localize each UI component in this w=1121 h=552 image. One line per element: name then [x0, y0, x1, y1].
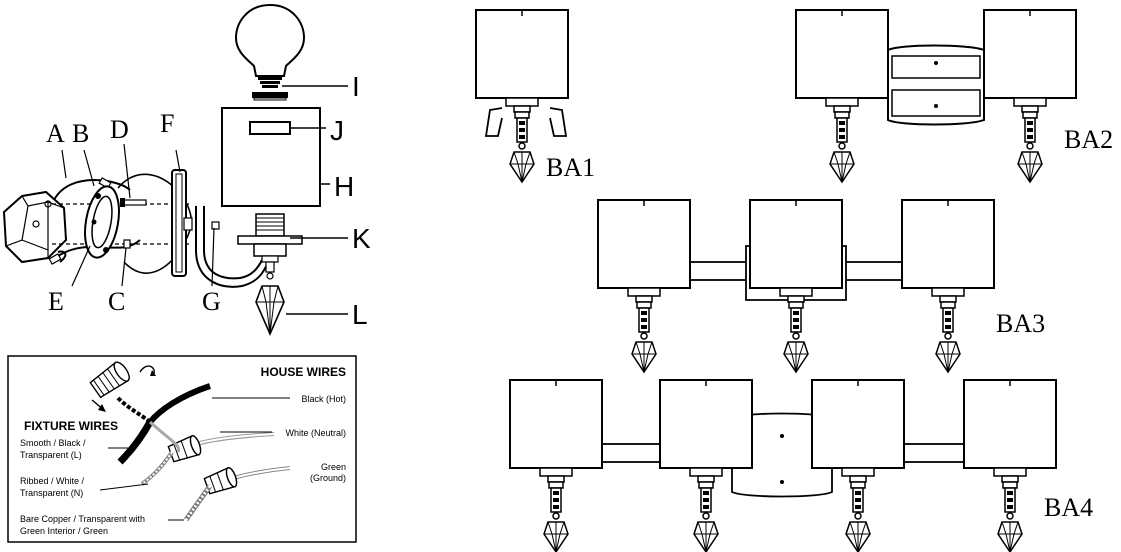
smooth-label-line1: Smooth / Black / — [20, 438, 86, 448]
label-d: D — [110, 115, 129, 144]
black-hot-label: Black (Hot) — [301, 394, 346, 404]
light-bulb — [234, 3, 306, 77]
socket — [255, 213, 285, 237]
label-e: E — [48, 287, 64, 316]
fixture-wires-title: FIXTURE WIRES — [24, 419, 118, 433]
label-f: F — [160, 109, 174, 138]
smooth-label-line2: Transparent (L) — [20, 450, 82, 460]
wire-nut-icon — [89, 361, 130, 399]
green-label-line2: (Ground) — [310, 473, 346, 483]
model-ba2: BA2 — [795, 9, 1113, 183]
bare-copper-label-line2: Green Interior / Green — [20, 526, 108, 536]
ba3-label: BA3 — [996, 309, 1045, 338]
green-label-line1: Green — [321, 462, 346, 472]
label-k: K — [352, 223, 371, 254]
label-g: G — [202, 287, 221, 316]
white-neutral-label: White (Neutral) — [285, 428, 346, 438]
screw-c — [123, 239, 131, 249]
ba4-label: BA4 — [1044, 493, 1093, 522]
label-l: L — [352, 299, 368, 330]
ribbed-label-line1: Ribbed / White / — [20, 476, 85, 486]
exploded-view: A B D F E C G I J H K L — [2, 3, 371, 336]
label-c: C — [108, 287, 125, 316]
screw-d — [123, 199, 147, 206]
ribbed-label-line2: Transparent (N) — [20, 488, 83, 498]
house-wires-title: HOUSE WIRES — [261, 365, 346, 379]
label-b: B — [72, 119, 89, 148]
bare-copper-label-line1: Bare Copper / Transparent with — [20, 514, 145, 524]
label-h: H — [334, 171, 354, 202]
shade-label-j — [249, 121, 291, 135]
wiring-diagram: HOUSE WIRES FIXTURE WIRES Black (Hot) Wh… — [7, 355, 357, 543]
label-a: A — [46, 119, 65, 148]
model-ba3: BA3 — [597, 199, 1045, 373]
model-ba4: BA4 — [509, 379, 1093, 552]
ba2-label: BA2 — [1064, 125, 1113, 154]
mounting-strap — [84, 185, 120, 259]
model-ba1: BA1 — [475, 9, 595, 183]
label-i: I — [352, 71, 360, 102]
ba1-label: BA1 — [546, 153, 595, 182]
label-j: J — [330, 115, 344, 146]
